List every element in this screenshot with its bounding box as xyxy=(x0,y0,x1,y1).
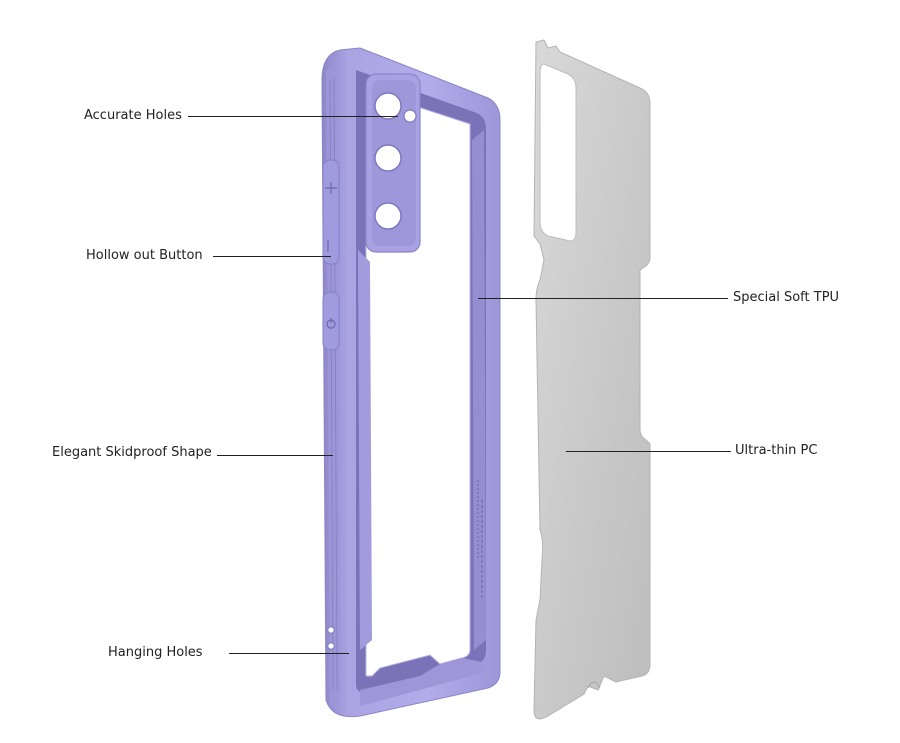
label-ultra-thin-pc: Ultra-thin PC xyxy=(735,443,818,458)
leader-line-accurate-holes xyxy=(188,116,398,117)
inner-engraving xyxy=(477,480,483,600)
leader-line-hanging-holes xyxy=(229,653,349,654)
leader-line-elegant-skidproof-shape xyxy=(217,455,333,456)
label-accurate-holes: Accurate Holes xyxy=(84,108,182,123)
label-hanging-holes: Hanging Holes xyxy=(108,645,203,660)
label-hollow-out-button: Hollow out Button xyxy=(86,248,203,263)
hanging-holes xyxy=(327,626,335,650)
pc-back-sheet xyxy=(533,39,651,720)
label-special-soft-tpu: Special Soft TPU xyxy=(733,290,840,305)
camera-cutout xyxy=(365,73,421,253)
power-button-cutout xyxy=(322,291,340,351)
pc-camera-cutout xyxy=(539,63,577,242)
label-elegant-skidproof-shape: Elegant Skidproof Shape xyxy=(52,445,212,460)
tpu-case-frame xyxy=(321,47,501,718)
leader-line-hollow-out-button xyxy=(213,256,331,257)
leader-line-ultra-thin-pc xyxy=(566,451,731,452)
leader-line-special-soft-tpu xyxy=(478,298,728,299)
volume-button-cutout xyxy=(322,159,340,265)
